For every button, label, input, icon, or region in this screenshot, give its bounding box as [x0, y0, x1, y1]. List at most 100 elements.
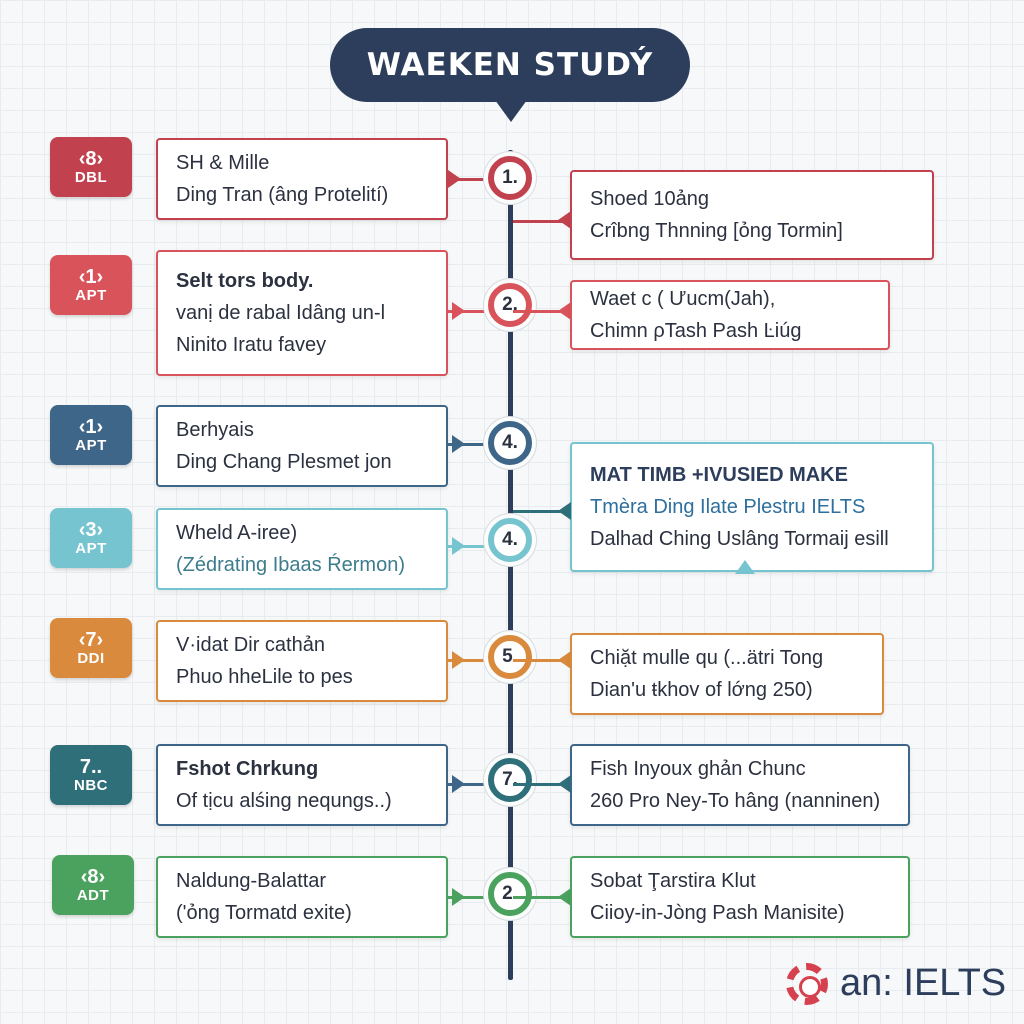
- badge-number: ‹1›: [78, 265, 104, 288]
- card-line: V·idat Dir cathản: [176, 634, 325, 656]
- card-line: Ninito Iratu favey: [176, 334, 327, 356]
- card-line: Phuo hheLile to pes: [176, 666, 353, 688]
- card-line: Naldung-Balattar: [176, 870, 327, 892]
- right-card: Shoed 10ảng Crîbng Thnning [ỏng Tormin]: [570, 170, 934, 260]
- left-card: SH & Mille Ding Tran (âng Protelití): [156, 138, 448, 220]
- left-card: V·idat Dir cathản Phuo hheLile to pes: [156, 620, 448, 702]
- card-line: (Zédrating Ibaas Ŕermon): [176, 554, 405, 576]
- card-line: Chiặt mulle qu (...ätri Tong: [590, 647, 824, 669]
- badge-label: ADT: [76, 886, 110, 904]
- badge-label: APT: [75, 539, 107, 557]
- card-line: Fish Inyoux ghản Chunc: [590, 758, 806, 780]
- node-number: 4.: [502, 529, 518, 550]
- step-node: 7.: [488, 758, 532, 802]
- card-line: Ciioy-in-Jòng Pash Manisite): [590, 902, 845, 924]
- step-node: 2.: [488, 283, 532, 327]
- connector-arrow: [558, 302, 571, 320]
- badge-label: APT: [75, 436, 107, 454]
- step-badge: ‹8› ADT: [52, 855, 134, 915]
- node-number: 4.: [502, 432, 518, 453]
- left-card: Berhyais Ding Chang Plesmet jon: [156, 405, 448, 487]
- connector-arrow: [558, 888, 571, 906]
- step-badge: ‹1› APT: [50, 255, 132, 315]
- connector-arrow: [452, 651, 465, 669]
- card-line: Ding Tran (âng Protelití): [176, 184, 389, 206]
- left-card: Naldung-Balattar ('ỏng Tormatd exite): [156, 856, 448, 938]
- connector: [513, 220, 571, 223]
- logo-mark-icon: [786, 962, 828, 1005]
- connector: [448, 310, 488, 313]
- connector-arrow: [452, 302, 465, 320]
- badge-label: NBC: [74, 776, 108, 794]
- node-number: 2.: [502, 883, 518, 904]
- card-line: Ding Chang Plesmet jon: [176, 451, 392, 473]
- step-badge: 7.. NBC: [50, 745, 132, 805]
- card-heading: Fshot Chrkung: [176, 758, 319, 780]
- title-bubble: WAEKEN STUDÝ: [330, 28, 690, 122]
- card-pointer: [735, 560, 755, 574]
- connector: [448, 659, 488, 662]
- step-badge: ‹1› APT: [50, 405, 132, 465]
- right-card: Chiặt mulle qu (...ätri Tong Dian'u ŧkho…: [570, 633, 884, 715]
- card-line: SH & Mille: [176, 152, 270, 174]
- connector-arrow: [558, 775, 571, 793]
- badge-number: ‹1›: [78, 415, 104, 438]
- right-card: Sobat Ţarstira Klut Ciioy-in-Jòng Pash M…: [570, 856, 910, 938]
- step-badge: ‹3› APT: [50, 508, 132, 568]
- card-line: Chimn ρTash Pash Ŀiúg: [590, 320, 802, 342]
- step-node: 4.: [488, 421, 532, 465]
- step-badge: ‹7› DDI: [50, 618, 132, 678]
- card-line: vanị de rabal Idâng un-l: [176, 302, 386, 324]
- connector-arrow: [558, 502, 571, 520]
- badge-number: ‹3›: [78, 518, 104, 541]
- card-line: Tmèra Ding Ilate Plestru IELTS: [590, 496, 866, 518]
- step-node: 4.: [488, 518, 532, 562]
- node-number: 5.: [502, 646, 518, 667]
- connector: [513, 783, 571, 786]
- card-line: Wheld A-iree): [176, 522, 298, 544]
- page-title: WAEKEN STUDÝ: [366, 47, 654, 83]
- badge-number: 7..: [79, 755, 103, 778]
- connector-arrow: [452, 537, 465, 555]
- card-heading: Selt tors body.: [176, 270, 314, 292]
- card-line: Of tịcu alśing nequngs..): [176, 790, 392, 812]
- badge-label: APT: [75, 286, 107, 304]
- left-card: Fshot Chrkung Of tịcu alśing nequngs..): [156, 744, 448, 826]
- card-line: Shoed 10ảng: [590, 188, 710, 210]
- node-number: 1.: [502, 167, 518, 188]
- right-card: MAT TIMB +IVUSIED MAKE Tmèra Ding Ilate …: [570, 442, 934, 572]
- card-line: ('ỏng Tormatd exite): [176, 902, 352, 924]
- card-line: Sobat Ţarstira Klut: [590, 870, 756, 892]
- step-node: 1.: [488, 156, 532, 200]
- left-card: Selt tors body. vanị de rabal Idâng un-l…: [156, 250, 448, 376]
- timeline-spine: [508, 150, 513, 980]
- connector: [448, 178, 488, 181]
- card-line: Crîbng Thnning [ỏng Tormin]: [590, 220, 843, 242]
- card-heading: MAT TIMB +IVUSIED MAKE: [590, 464, 848, 486]
- connector: [448, 783, 488, 786]
- connector: [513, 310, 571, 313]
- connector: [448, 443, 488, 446]
- badge-label: DBL: [74, 168, 108, 186]
- brand-logo: an: IELTS: [786, 962, 1006, 1005]
- right-card: Fish Inyoux ghản Chunc 260 Pro Ney-To hâ…: [570, 744, 910, 826]
- connector: [513, 510, 571, 513]
- connector: [448, 545, 488, 548]
- card-line: Waet c ( Ưucm(Jah),: [590, 288, 776, 310]
- card-line: Dian'u ŧkhov of lớng 250): [590, 679, 813, 701]
- right-card: Waet c ( Ưucm(Jah), Chimn ρTash Pash Ŀiú…: [570, 280, 890, 350]
- badge-label: DDI: [77, 649, 105, 667]
- logo-text: an: IELTS: [840, 962, 1007, 1004]
- connector-arrow: [558, 211, 571, 229]
- left-card: Wheld A-iree) (Zédrating Ibaas Ŕermon): [156, 508, 448, 590]
- badge-number: ‹8›: [78, 147, 104, 170]
- connector: [513, 659, 571, 662]
- badge-number: ‹7›: [78, 628, 104, 651]
- step-badge: ‹8› DBL: [50, 137, 132, 197]
- connector-arrow: [452, 435, 465, 453]
- badge-number: ‹8›: [80, 865, 106, 888]
- step-node: 5.: [488, 635, 532, 679]
- node-number: 7.: [502, 769, 518, 790]
- connector: [513, 896, 571, 899]
- connector-arrow: [558, 651, 571, 669]
